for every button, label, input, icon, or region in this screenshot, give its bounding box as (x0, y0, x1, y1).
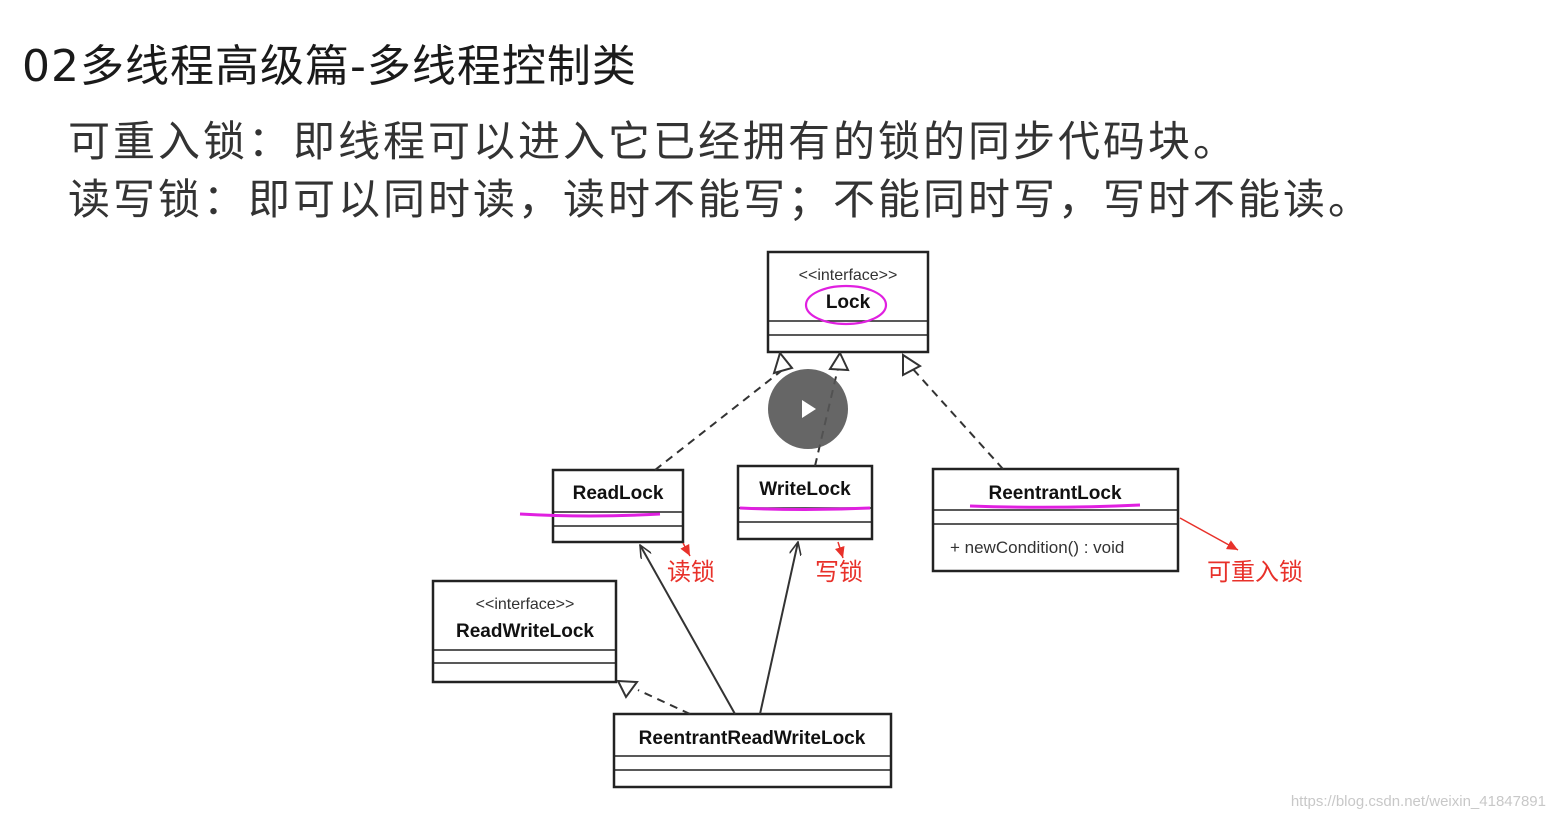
slide-title: 02多线程高级篇-多线程控制类 (22, 41, 637, 92)
class-writelock: WriteLock (736, 464, 874, 541)
lock-highlight-circle (804, 284, 888, 326)
watermark: https://blog.csdn.net/weixin_41847891 (1290, 793, 1546, 810)
lock-stereotype: <<interface>> (799, 267, 898, 284)
class-reentrantlock: ReentrantLock + newCondition() : void (931, 467, 1180, 573)
realization-arrowhead-writelock (828, 350, 850, 372)
class-reentrantreadwritelock: ReentrantReadWriteLock (612, 712, 893, 789)
readlock-name: ReadLock (573, 483, 664, 504)
readwritelock-stereotype: <<interface>> (476, 596, 575, 613)
read-lock-annotation: 读锁 (667, 558, 715, 586)
class-readlock: ReadLock (551, 468, 685, 544)
reentrantreadwritelock-name: ReentrantReadWriteLock (639, 728, 866, 749)
realization-rrwl-readwritelock (637, 689, 691, 715)
write-lock-annotation: 写锁 (815, 558, 863, 586)
reentrant-lock-pointer (1179, 517, 1239, 551)
reentrant-lock-annotation: 可重入锁 (1207, 558, 1303, 586)
realization-readlock-lock (654, 367, 786, 471)
realization-arrowhead-reentrantlock (902, 353, 922, 377)
lock-name: Lock (826, 292, 871, 313)
reentrantlock-name: ReentrantLock (988, 483, 1121, 504)
writelock-underline (739, 506, 871, 511)
play-icon (802, 400, 816, 418)
reentrantlock-underline (969, 503, 1141, 509)
writelock-name: WriteLock (759, 479, 851, 500)
association-rrwl-readlock (640, 545, 736, 715)
realization-arrowhead-readwritelock (616, 679, 639, 699)
read-lock-pointer (680, 542, 691, 557)
class-lock: <<interface>> Lock (766, 250, 930, 354)
write-lock-pointer (834, 541, 845, 559)
reentrantlock-operation: + newCondition() : void (950, 538, 1124, 557)
readwritelock-name: ReadWriteLock (456, 621, 594, 642)
association-rrwl-writelock (759, 542, 798, 715)
video-play-button[interactable] (768, 369, 848, 449)
class-readwritelock: <<interface>> ReadWriteLock (431, 579, 618, 684)
definition-read-write-lock: 读写锁：即可以同时读，读时不能写；不能同时写，写时不能读。 (68, 175, 1374, 224)
realization-reentrantlock-lock (911, 367, 1004, 470)
realization-arrowhead-readlock (772, 350, 794, 375)
definition-reentrant-lock: 可重入锁：即线程可以进入它已经拥有的锁的同步代码块。 (68, 117, 1239, 166)
realization-writelock-lock (814, 367, 839, 467)
readlock-underline (519, 512, 661, 518)
